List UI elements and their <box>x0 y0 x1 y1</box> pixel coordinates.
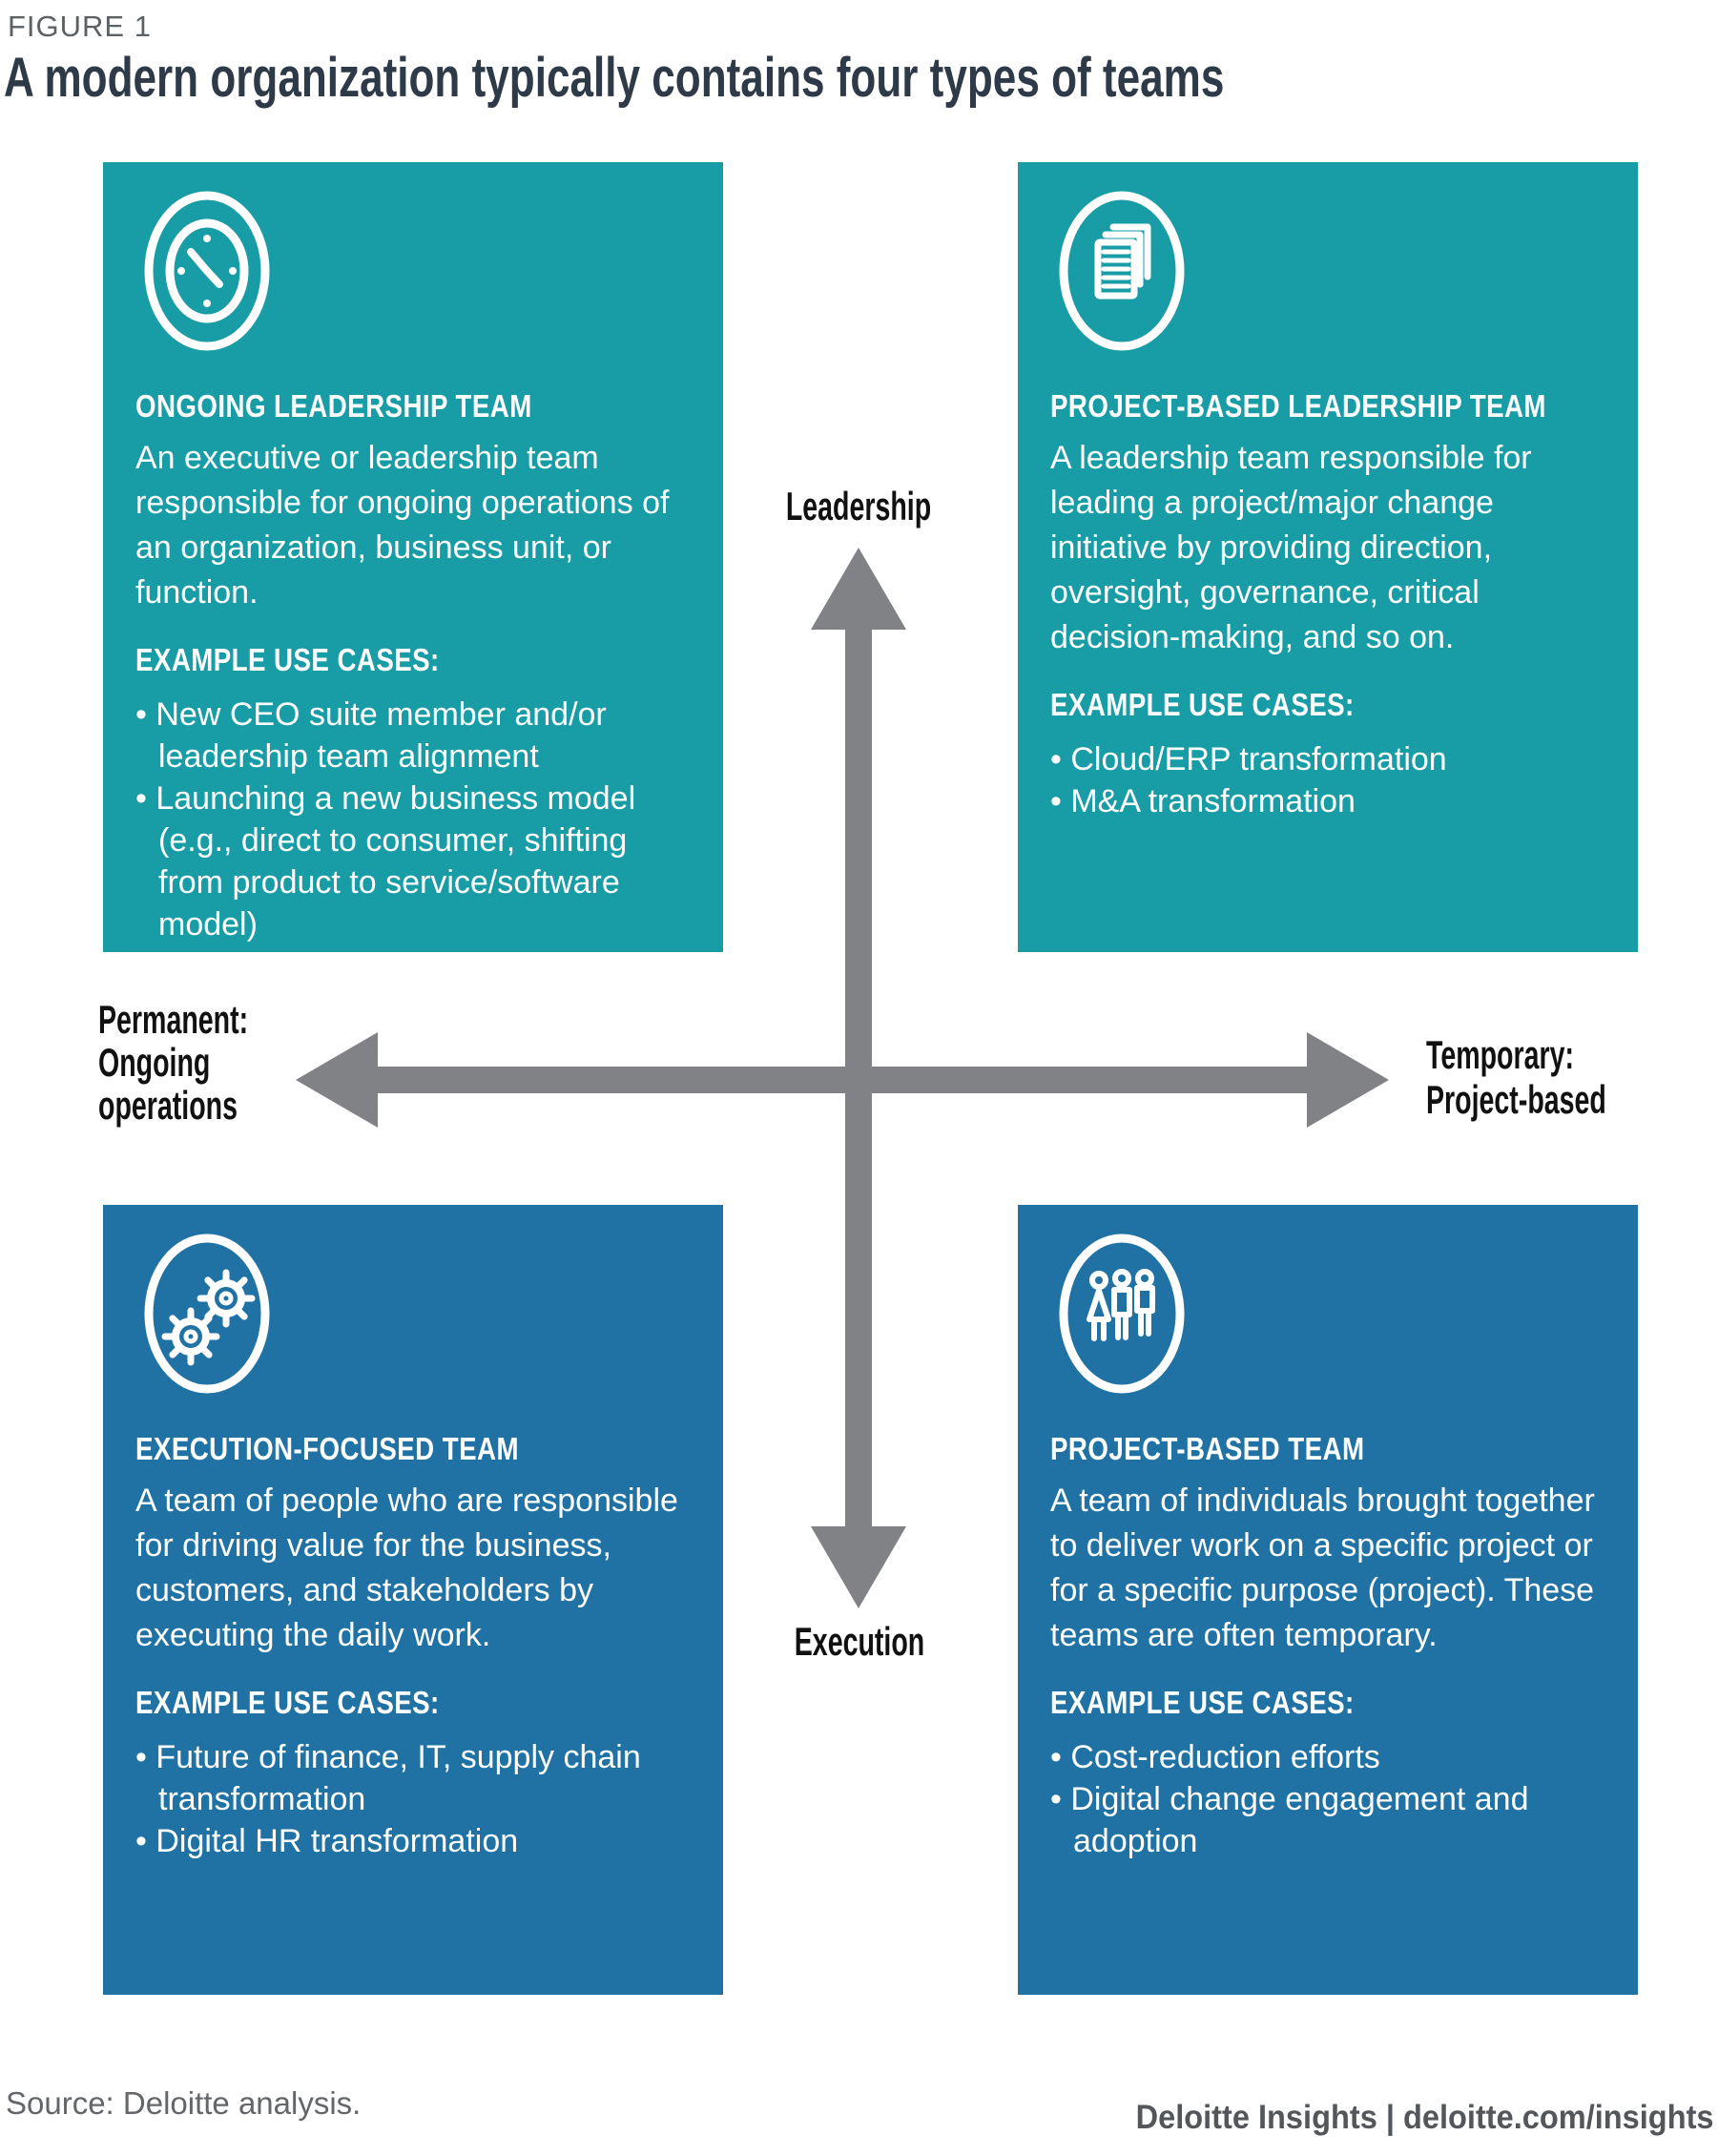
clock-icon <box>135 183 279 360</box>
quadrant-heading: ONGOING LEADERSHIP TEAM <box>135 388 532 424</box>
use-case-item: Launching a new business model (e.g., di… <box>135 777 691 945</box>
axis-label-permanent: Permanent: Ongoing operations <box>98 997 249 1128</box>
use-case-item: Cloud/ERP transformation <box>1050 738 1605 780</box>
use-cases-list: Cost-reduction efforts Digital change en… <box>1050 1736 1605 1862</box>
quadrant-ongoing-leadership-team: ONGOING LEADERSHIP TEAM An executive or … <box>103 162 723 952</box>
use-case-item: New CEO suite member and/or leadership t… <box>135 694 691 777</box>
left-arrowhead-icon <box>296 1032 378 1128</box>
use-case-item: Digital HR transformation <box>135 1820 691 1862</box>
quadrant-heading: PROJECT-BASED TEAM <box>1050 1431 1365 1466</box>
quadrant-execution-focused-team: EXECUTION-FOCUSED TEAM A team of people … <box>103 1205 723 1995</box>
use-cases-label: EXAMPLE USE CASES: <box>1050 687 1355 722</box>
use-cases-list: New CEO suite member and/or leadership t… <box>135 694 691 945</box>
quadrant-project-based-leadership-team: PROJECT-BASED LEADERSHIP TEAM A leadersh… <box>1018 162 1638 952</box>
quadrant-project-based-team: PROJECT-BASED TEAM A team of individuals… <box>1018 1205 1638 1995</box>
documents-icon <box>1050 183 1193 360</box>
up-arrowhead-icon <box>811 548 906 630</box>
use-cases-list: Cloud/ERP transformation M&A transformat… <box>1050 738 1605 822</box>
quadrant-description: A leadership team responsible for leadin… <box>1050 440 1532 655</box>
use-case-item: Cost-reduction efforts <box>1050 1736 1605 1778</box>
use-cases-list: Future of finance, IT, supply chain tran… <box>135 1736 691 1862</box>
page-title: A modern organization typically contains… <box>4 47 1225 109</box>
use-case-item: Future of finance, IT, supply chain tran… <box>135 1736 691 1820</box>
down-arrowhead-icon <box>811 1526 906 1608</box>
use-cases-label: EXAMPLE USE CASES: <box>135 1685 440 1720</box>
figure-label: FIGURE 1 <box>8 10 152 43</box>
use-case-item: M&A transformation <box>1050 780 1605 822</box>
gears-icon <box>135 1226 279 1402</box>
brand-footer: Deloitte Insights | deloitte.com/insight… <box>1136 2099 1714 2136</box>
use-cases-label: EXAMPLE USE CASES: <box>1050 1685 1355 1720</box>
quadrant-heading: EXECUTION-FOCUSED TEAM <box>135 1431 519 1466</box>
horizontal-axis-shaft <box>374 1067 1311 1093</box>
use-cases-label: EXAMPLE USE CASES: <box>135 642 440 677</box>
right-arrowhead-icon <box>1307 1032 1389 1128</box>
source-note: Source: Deloitte analysis. <box>6 2085 362 2121</box>
quadrant-heading: PROJECT-BASED LEADERSHIP TEAM <box>1050 388 1546 424</box>
quadrant-description: A team of people who are responsible for… <box>135 1482 678 1653</box>
quadrant-description: A team of individuals brought together t… <box>1050 1482 1595 1653</box>
people-icon <box>1050 1226 1193 1402</box>
axis-label-execution: Execution <box>794 1619 925 1664</box>
quadrant-description: An executive or leadership team responsi… <box>135 440 670 611</box>
use-case-item: Digital change engagement and adoption <box>1050 1778 1605 1862</box>
axis-label-temporary: Temporary: Project-based <box>1426 1032 1606 1122</box>
axis-label-leadership: Leadership <box>785 484 932 529</box>
